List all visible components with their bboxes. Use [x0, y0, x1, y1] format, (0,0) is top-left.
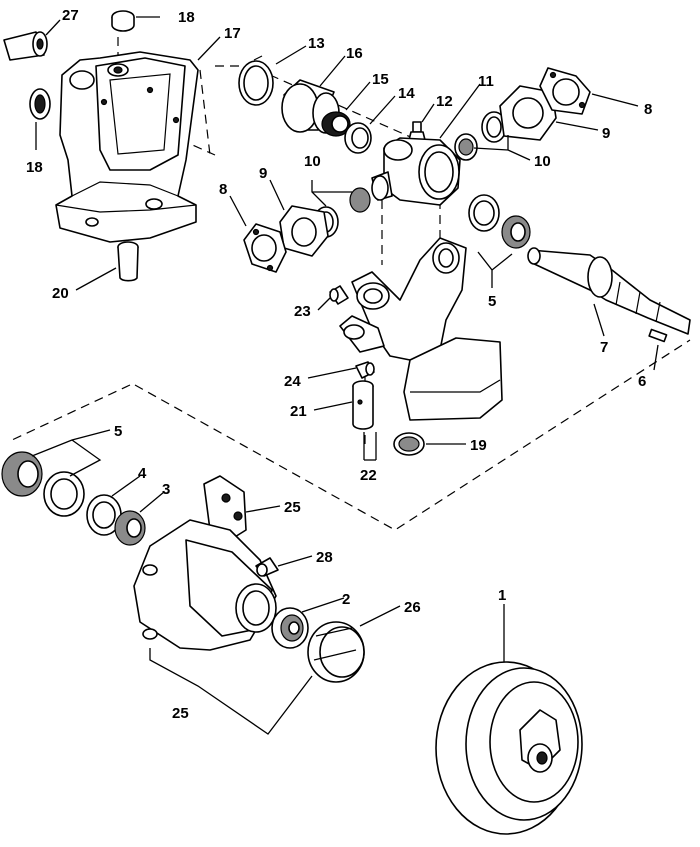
part-18-seal-left [29, 88, 51, 120]
part-8-cap-left [243, 223, 287, 273]
callout-5-lower: 5 [114, 423, 122, 440]
callout-10-left: 10 [304, 153, 321, 170]
callout-16: 16 [346, 45, 363, 62]
callout-8-right: 8 [644, 101, 652, 118]
callout-25-lower: 25 [172, 705, 189, 722]
callout-10-right: 10 [534, 153, 551, 170]
part-17-gear-housing [55, 51, 199, 243]
callout-4: 4 [138, 465, 147, 482]
callout-24: 24 [284, 373, 301, 390]
callout-13: 13 [308, 35, 325, 52]
part-4-cup [86, 494, 122, 536]
leader-lines [31, 16, 659, 735]
callout-25-upper: 25 [284, 499, 301, 516]
callout-1: 1 [498, 587, 506, 604]
callout-labels: 27 18 17 13 16 15 14 12 11 8 9 10 18 10 … [26, 7, 652, 722]
callout-8-left: 8 [219, 181, 227, 198]
part-10-bearing-right [454, 111, 507, 161]
callout-15: 15 [372, 71, 389, 88]
part-18-plug-top [111, 10, 135, 32]
callout-9-left: 9 [259, 165, 267, 182]
callout-6: 6 [638, 373, 646, 390]
part-1-wheel [435, 661, 583, 835]
part-5-bearing-right [468, 194, 531, 249]
part-15-bearing [321, 111, 351, 137]
callout-19: 19 [470, 437, 487, 454]
part-21-pin [352, 380, 374, 430]
callout-17: 17 [224, 25, 241, 42]
part-14-cup [344, 122, 372, 154]
callout-2: 2 [342, 591, 350, 608]
part-13-snap-ring [238, 55, 274, 106]
callout-11: 11 [478, 73, 494, 90]
part-23-fitting [329, 285, 349, 305]
callout-18-left: 18 [26, 159, 43, 176]
callout-18-top: 18 [178, 9, 195, 26]
part-12-fitting [408, 121, 426, 141]
part-9-gasket-left [279, 205, 329, 257]
part-24-elbow-fitting [355, 361, 375, 379]
part-26-seal [307, 621, 365, 683]
part-8-cap-right [539, 67, 591, 115]
part-11-knuckle-housing [371, 137, 461, 206]
part-19-bushing [393, 432, 425, 456]
part-28-fitting [255, 557, 279, 577]
callout-22: 22 [360, 467, 377, 484]
callout-14: 14 [398, 85, 415, 102]
part-5-bearing-lower [1, 451, 85, 517]
callout-9-right: 9 [602, 125, 610, 142]
part-27-pin [3, 31, 48, 61]
part-2-nut [271, 607, 309, 649]
callout-26: 26 [404, 599, 421, 616]
part-20-stem [117, 241, 139, 282]
part-6-key [648, 328, 668, 343]
part-7-spindle [527, 247, 691, 335]
part-9-gasket-right [499, 85, 557, 141]
callout-7: 7 [600, 339, 608, 356]
part-16-cup [281, 79, 340, 134]
part-3-bearing-cone [114, 510, 146, 546]
callout-3: 3 [162, 481, 170, 498]
callout-20: 20 [52, 285, 69, 302]
callout-28: 28 [316, 549, 333, 566]
callout-12: 12 [436, 93, 453, 110]
callout-27: 27 [62, 7, 79, 24]
part-yoke-steering-arm [339, 237, 503, 421]
callout-23: 23 [294, 303, 311, 320]
part-25-hub-housing [133, 475, 277, 651]
callout-21: 21 [290, 403, 307, 420]
callout-5-middle: 5 [488, 293, 496, 310]
